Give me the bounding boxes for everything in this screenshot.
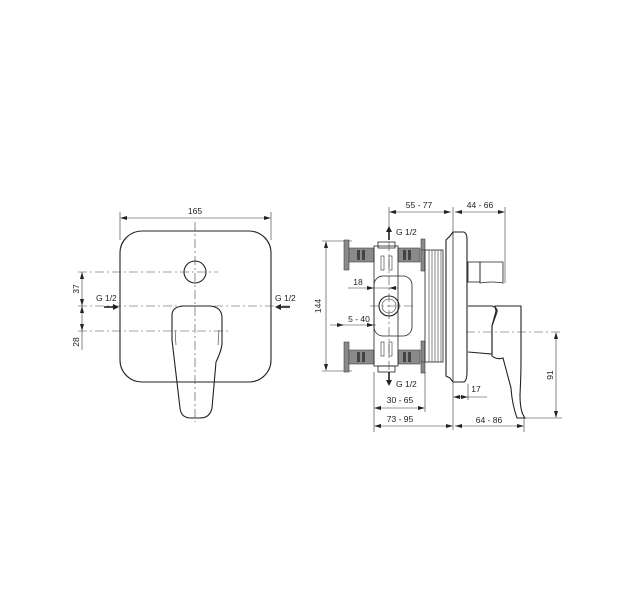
cover-plate-side [445, 231, 468, 383]
inlet-left-label: G 1/2 [96, 293, 117, 303]
dim-28: 28 [71, 337, 81, 347]
dim-165: 165 [188, 206, 202, 216]
cover-plate [119, 230, 272, 383]
dim-144: 144 [313, 299, 323, 313]
arrow-down-icon [386, 380, 392, 386]
dim-55-77: 55 - 77 [406, 200, 433, 210]
inlet-right-label: G 1/2 [275, 293, 296, 303]
dim-44-66: 44 - 66 [467, 200, 494, 210]
dim-30-65: 30 - 65 [387, 395, 414, 405]
diverter-knob-side [479, 261, 504, 284]
dim-5-40: 5 - 40 [348, 314, 370, 324]
dim-17: 17 [471, 384, 481, 394]
flange-top-left [343, 239, 350, 271]
flange-bottom-left [343, 341, 350, 373]
dim-37: 37 [71, 284, 81, 294]
side-view: 55 - 77 44 - 66 G 1/2 144 [313, 200, 562, 432]
lever-side [491, 305, 527, 419]
dim-64-86: 64 - 86 [476, 415, 503, 425]
front-view: 165 37 28 G 1/2 G 1/2 [71, 206, 296, 422]
outlet-bottom-label: G 1/2 [396, 379, 417, 389]
dim-18: 18 [353, 277, 363, 287]
outlet-top-label: G 1/2 [396, 227, 417, 237]
arrow-up-icon [386, 226, 392, 232]
dim-73-95: 73 - 95 [387, 414, 414, 424]
dim-91: 91 [545, 370, 555, 380]
lever-handle [171, 305, 223, 419]
arrow-left-icon [275, 304, 281, 310]
arrow-right-icon [113, 304, 119, 310]
